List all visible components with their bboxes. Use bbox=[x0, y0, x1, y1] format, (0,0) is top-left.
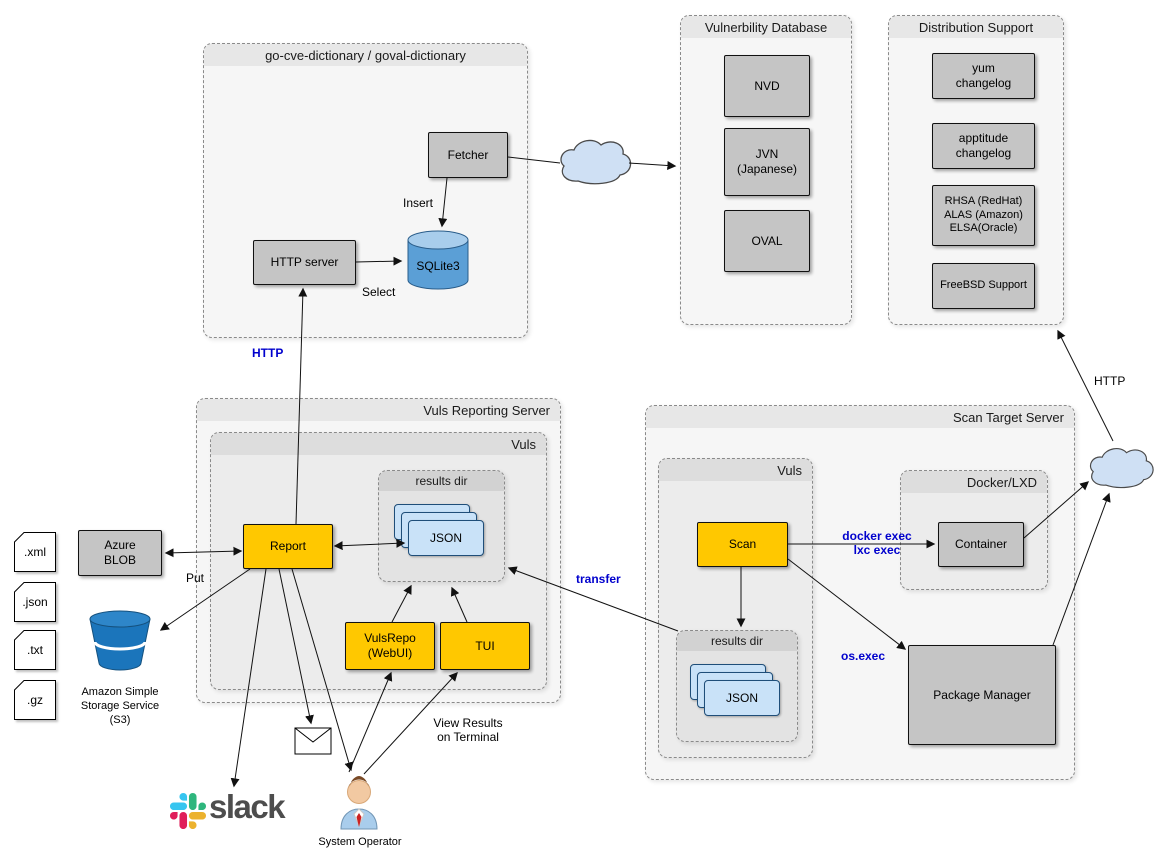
file-label: .txt bbox=[26, 643, 43, 657]
file-xml: .xml bbox=[14, 532, 56, 572]
container-docker-lxd-title: Docker/LXD bbox=[901, 471, 1047, 493]
edge-label-insert: Insert bbox=[403, 196, 434, 210]
container-reporting-results-dir-title: results dir bbox=[379, 471, 504, 491]
file-icon bbox=[14, 630, 56, 670]
oval-node: OVAL bbox=[724, 210, 810, 272]
edge-label-select: Select bbox=[362, 285, 396, 299]
edge-label-http-report: HTTP bbox=[252, 346, 284, 360]
fetcher-node: Fetcher bbox=[428, 132, 508, 178]
edge-label-docker-exec: docker exec lxc exec bbox=[842, 529, 912, 558]
json-card-label: JSON bbox=[429, 531, 462, 545]
container-scan-target-server-title: Scan Target Server bbox=[646, 406, 1074, 428]
container-scan-vuls-title: Vuls bbox=[659, 459, 812, 481]
file-label: .gz bbox=[26, 693, 43, 707]
edge-label-os-exec: os.exec bbox=[841, 649, 886, 663]
freebsd-support-node: FreeBSD Support bbox=[932, 263, 1035, 309]
file-gz: .gz bbox=[14, 680, 56, 720]
container-distribution-support-title: Distribution Support bbox=[889, 16, 1063, 38]
s3-bucket-icon bbox=[86, 610, 154, 672]
yum-changelog-node: yum changelog bbox=[932, 53, 1035, 99]
slack-wordmark: slack bbox=[209, 788, 286, 825]
s3-label: Amazon Simple Storage Service (S3) bbox=[80, 686, 160, 726]
file-json: .json bbox=[14, 582, 56, 622]
mail-envelope-icon bbox=[294, 727, 332, 755]
container-cve-dictionary: go-cve-dictionary / goval-dictionary bbox=[203, 43, 528, 338]
rhsa-alas-elsa-node: RHSA (RedHat) ALAS (Amazon) ELSA(Oracle) bbox=[932, 185, 1035, 246]
file-txt: .txt bbox=[14, 630, 56, 670]
json-card-front: JSON bbox=[408, 520, 484, 556]
file-icon bbox=[14, 582, 56, 622]
container-cve-dictionary-title: go-cve-dictionary / goval-dictionary bbox=[204, 44, 527, 66]
sqlite3-label: SQLite3 bbox=[416, 259, 460, 273]
file-icon bbox=[14, 680, 56, 720]
container-scan-results-dir-title: results dir bbox=[677, 631, 797, 651]
internet-cloud-icon bbox=[1086, 442, 1158, 494]
system-operator-label: System Operator bbox=[318, 836, 402, 848]
edge-label-transfer: transfer bbox=[576, 572, 621, 586]
jvn-node: JVN (Japanese) bbox=[724, 128, 810, 196]
slack-icon bbox=[170, 793, 206, 829]
vulsrepo-node: VulsRepo (WebUI) bbox=[345, 622, 435, 670]
edge-label-put: Put bbox=[186, 571, 205, 585]
container-node: Container bbox=[938, 522, 1024, 567]
package-manager-node: Package Manager bbox=[908, 645, 1056, 745]
report-node: Report bbox=[243, 524, 333, 569]
file-label: .xml bbox=[24, 545, 46, 559]
json-card-front: JSON bbox=[704, 680, 780, 716]
tui-node: TUI bbox=[440, 622, 530, 670]
apptitude-changelog-node: apptitude changelog bbox=[932, 123, 1035, 169]
scan-node: Scan bbox=[697, 522, 788, 567]
json-card-label: JSON bbox=[725, 691, 758, 705]
container-reporting-vuls-title: Vuls bbox=[211, 433, 546, 455]
http-server-node: HTTP server bbox=[253, 240, 356, 285]
container-vulnerability-database-title: Vulnerbility Database bbox=[681, 16, 851, 38]
edge-label-http-dist: HTTP bbox=[1094, 374, 1126, 388]
internet-cloud-icon bbox=[556, 136, 636, 188]
system-operator-icon bbox=[329, 770, 389, 830]
file-icon bbox=[14, 532, 56, 572]
sqlite3-database-icon: SQLite3 bbox=[406, 230, 470, 292]
azure-blob-node: Azure BLOB bbox=[78, 530, 162, 576]
file-label: .json bbox=[22, 595, 48, 609]
edge-label-view-results: View Results on Terminal bbox=[433, 716, 503, 745]
nvd-node: NVD bbox=[724, 55, 810, 117]
container-vuls-reporting-server-title: Vuls Reporting Server bbox=[197, 399, 560, 421]
